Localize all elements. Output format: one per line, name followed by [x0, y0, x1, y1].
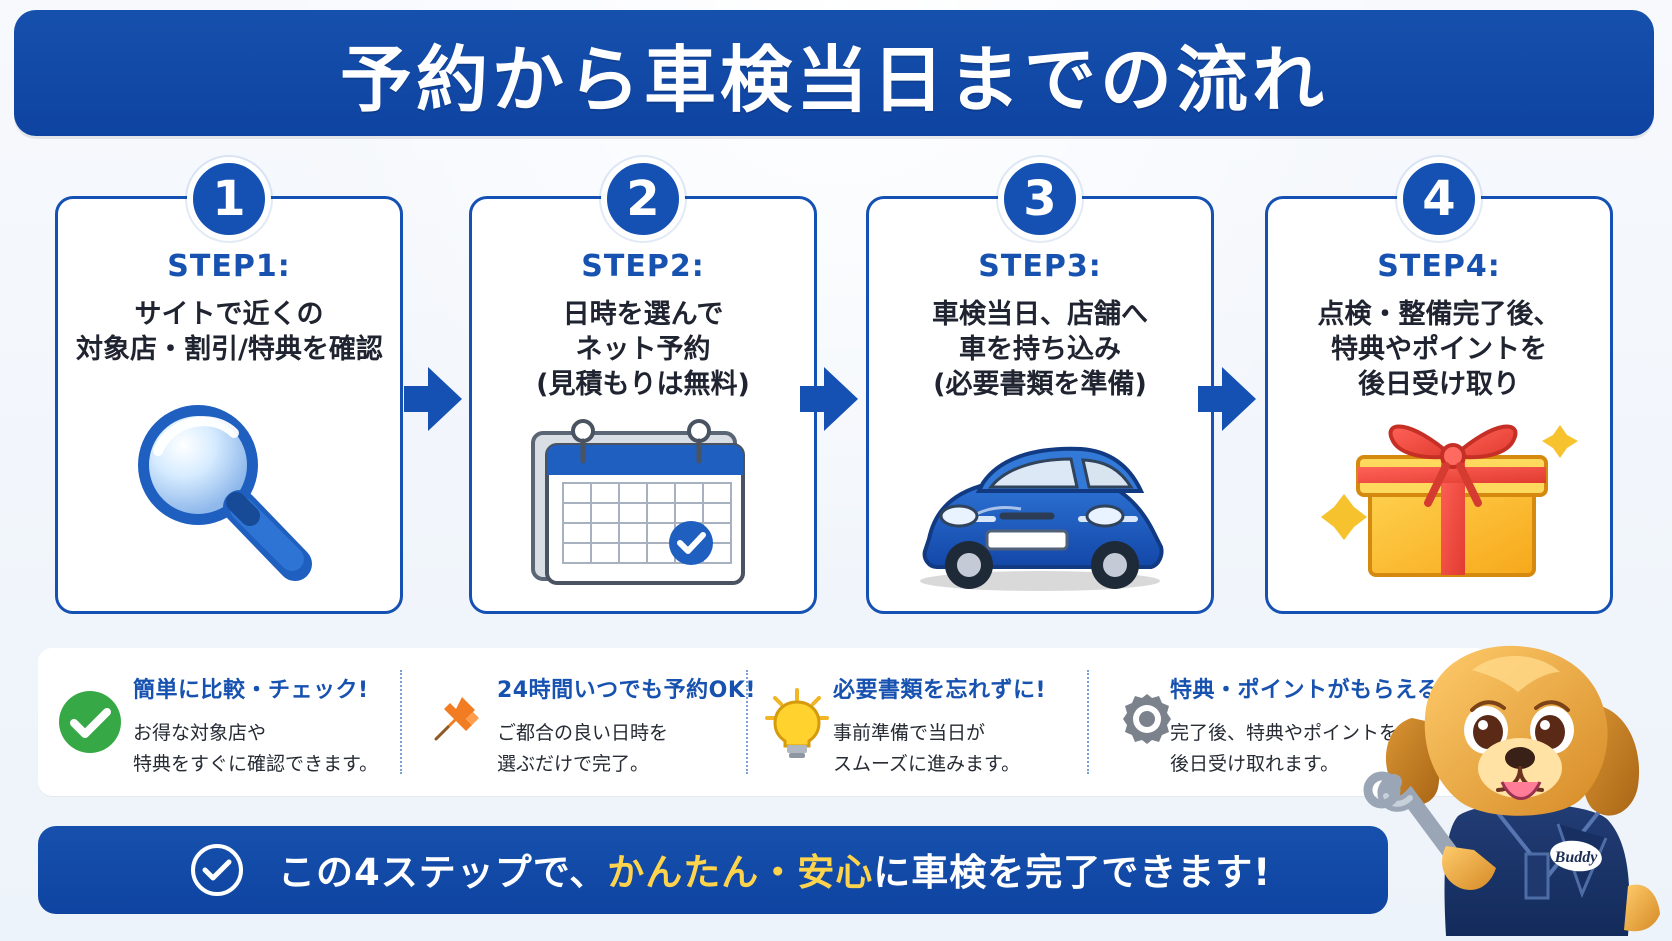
step-card-3: 3 STEP3: 車検当日、店舗へ 車を持ち込み (必要書類を準備) — [866, 157, 1214, 614]
summary-text: この4ステップで、かんたん・安心に車検を完了できます! — [278, 842, 1271, 896]
gear-icon — [1123, 694, 1171, 744]
step-description-1: サイトで近くの 対象店・割引/特典を確認 — [76, 297, 383, 367]
step-number-badge-3: 3 — [998, 157, 1082, 241]
summary-text-highlight: かんたん・安心 — [607, 851, 874, 894]
feature-tip-4: 特典・ポイントがもらえる! 完了後、特典やポイントを 後日受け取れます。 — [1088, 648, 1490, 796]
tip-divider-2 — [746, 670, 748, 774]
step-description-4-line-2: 特典やポイントを — [1331, 334, 1547, 365]
car-icon — [920, 446, 1164, 591]
pin-icon — [434, 697, 479, 741]
flow-arrow-3 — [1198, 367, 1256, 431]
title-banner: 予約から車検当日までの流れ — [14, 10, 1654, 136]
step-description-4-line-3: 後日受け取り — [1358, 369, 1520, 400]
step-number-badge-1: 1 — [187, 157, 271, 241]
step-label-1: STEP1: — [167, 249, 291, 284]
step-description-4: 点検・整備完了後、 特典やポイントを 後日受け取り — [1286, 297, 1592, 402]
feature-tip-4-line-1: 完了後、特典やポイントを — [1170, 722, 1399, 744]
step-description-3-line-3: (必要書類を準備) — [933, 369, 1147, 400]
calendar-check-icon — [531, 419, 745, 585]
summary-check-icon — [191, 844, 243, 896]
step-description-2-line-3: (見積もりは無料) — [536, 369, 750, 400]
feature-tip-2-line-2: 選ぶだけで完了。 — [497, 753, 650, 775]
flow-arrow-1 — [404, 367, 462, 431]
step-number-badge-2: 2 — [601, 157, 685, 241]
step-label-4: STEP4: — [1377, 249, 1501, 284]
feature-tip-3-line-1: 事前準備で当日が — [833, 722, 986, 744]
feature-tip-1-line-1: お得な対象店や — [133, 722, 267, 744]
summary-text-before: この4ステップで、 — [278, 851, 608, 894]
feature-tip-2-description: ご都合の良い日時を 選ぶだけで完了。 — [497, 718, 668, 780]
step-description-3-line-1: 車検当日、店舗へ — [932, 299, 1148, 330]
feature-tip-4-title: 特典・ポイントがもらえる! — [1170, 678, 1450, 703]
feature-tip-3-title: 必要書類を忘れずに! — [833, 678, 1047, 703]
tip-divider-1 — [400, 670, 402, 774]
lightbulb-icon — [765, 688, 829, 758]
mascot-dog-icon: Buddy — [1363, 645, 1660, 936]
step-card-1: 1 STEP1: サイトで近くの 対象店・割引/特典を確認 — [55, 157, 403, 614]
feature-tip-3-line-2: スムーズに進みます。 — [833, 753, 1021, 775]
step-card-4: 4 STEP4: 点検・整備完了後、 特典やポイントを 後日受け取り — [1265, 157, 1613, 614]
step-description-2: 日時を選んで ネット予約 (見積もりは無料) — [490, 297, 796, 402]
summary-banner: この4ステップで、かんたん・安心に車検を完了できます! — [38, 826, 1388, 914]
feature-tip-3-description: 事前準備で当日が スムーズに進みます。 — [833, 718, 1020, 780]
gift-box-icon — [1321, 424, 1578, 577]
tip-divider-3 — [1087, 670, 1089, 774]
feature-tip-2-line-1: ご都合の良い日時を — [497, 722, 669, 744]
flow-arrow-2 — [800, 367, 858, 431]
step-description-2-line-1: 日時を選んで — [562, 299, 724, 330]
page-title: 予約から車検当日までの流れ — [339, 37, 1328, 122]
feature-tip-2-title: 24時間いつでも予約OK! — [497, 678, 756, 703]
step-description-4-line-1: 点検・整備完了後、 — [1317, 299, 1561, 330]
summary-text-after: に車検を完了できます! — [873, 851, 1272, 894]
step-number-badge-4: 4 — [1397, 157, 1481, 241]
step-label-3: STEP3: — [978, 249, 1102, 284]
feature-tip-4-line-2: 後日受け取れます。 — [1170, 753, 1340, 775]
feature-tip-1-description: お得な対象店や 特典をすぐに確認できます。 — [133, 718, 378, 780]
feature-tip-1-line-2: 特典をすぐに確認できます。 — [133, 753, 379, 775]
feature-tip-1-title: 簡単に比較・チェック! — [133, 678, 369, 703]
step-description-1-line-1: サイトで近くの — [134, 299, 324, 330]
step-description-1-line-2: 対象店・割引/特典を確認 — [76, 334, 383, 365]
step-description-3-line-2: 車を持ち込み — [959, 334, 1121, 365]
step-description-3: 車検当日、店舗へ 車を持ち込み (必要書類を準備) — [887, 297, 1193, 402]
step-label-2: STEP2: — [581, 249, 705, 284]
step-description-2-line-2: ネット予約 — [575, 334, 711, 365]
feature-tip-1: 簡単に比較・チェック! お得な対象店や 特典をすぐに確認できます。 — [38, 648, 401, 796]
feature-tips-panel: 簡単に比較・チェック! お得な対象店や 特典をすぐに確認できます。 24時間いつ… — [38, 648, 1490, 796]
step-card-2: 2 STEP2: 日時を選んで ネット予約 (見積もりは無料) — [469, 157, 817, 614]
magnifier-icon — [138, 405, 312, 581]
feature-tip-3: 必要書類を忘れずに! 事前準備で当日が スムーズに進みます。 — [747, 648, 1088, 796]
feature-tip-4-description: 完了後、特典やポイントを 後日受け取れます。 — [1170, 718, 1398, 780]
mascot-name-tag: Buddy — [1554, 849, 1599, 866]
check-circle-icon — [59, 691, 121, 753]
feature-tip-2: 24時間いつでも予約OK! ご都合の良い日時を 選ぶだけで完了。 — [401, 648, 755, 796]
